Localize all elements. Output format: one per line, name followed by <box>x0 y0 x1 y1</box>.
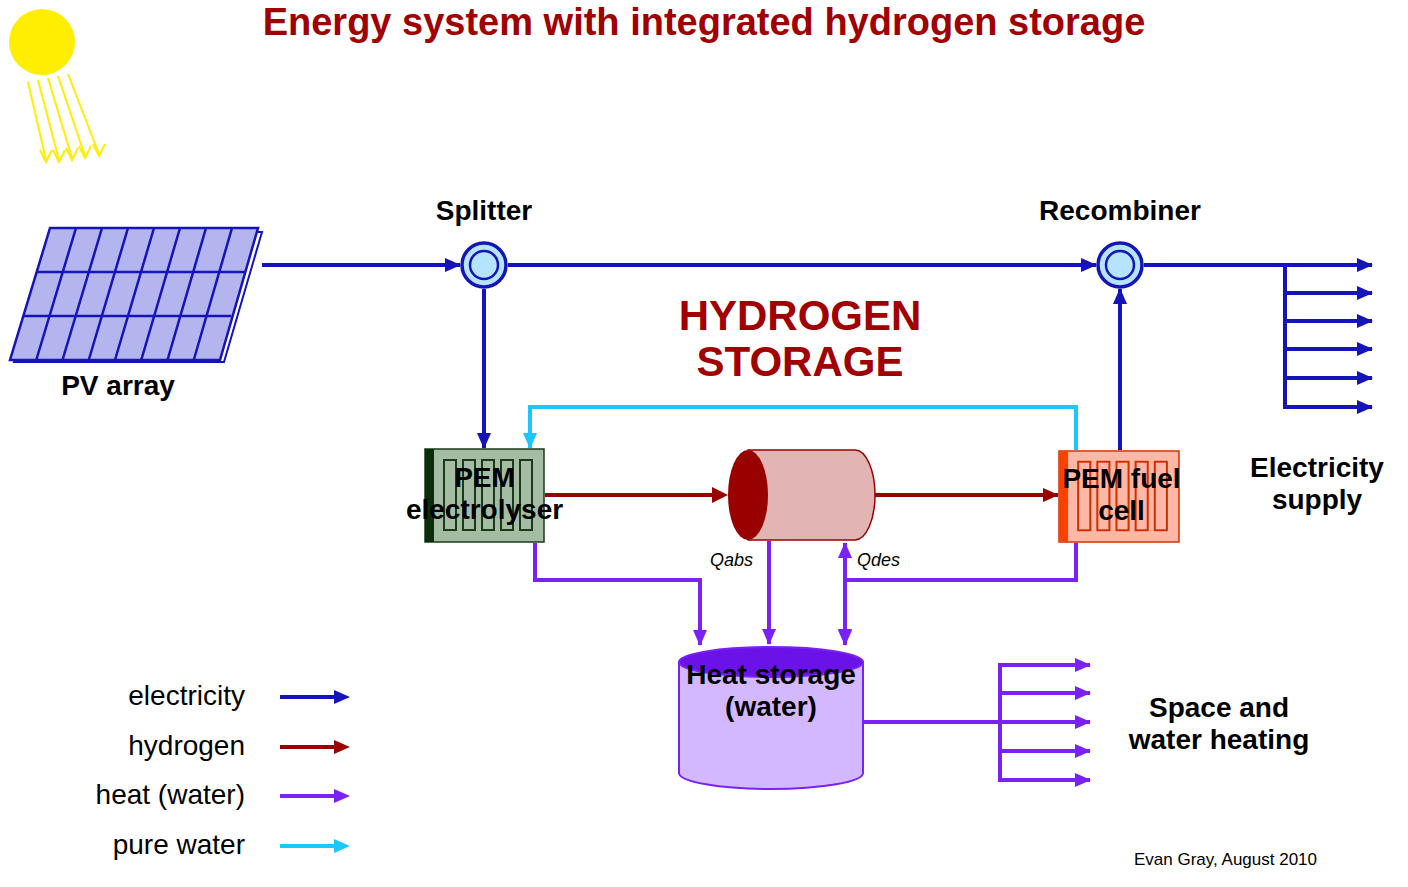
electricity-distribution <box>1144 263 1372 409</box>
legend-swatch-head <box>334 740 350 754</box>
legend-swatch-line <box>280 794 338 798</box>
heat-flow-label: Qdes <box>857 549 913 571</box>
heat-distribution <box>864 663 1090 782</box>
node-label: PV array <box>0 370 268 402</box>
sun <box>9 9 75 75</box>
recombiner-node-shape <box>1096 241 1144 289</box>
legend-text: electricity <box>20 678 245 714</box>
flow-connector <box>530 407 1076 450</box>
output-label: Electricity supply <box>1226 452 1408 516</box>
legend-text: heat (water) <box>20 777 245 813</box>
legend-text: hydrogen <box>20 728 245 764</box>
legend-swatch-head <box>334 789 350 803</box>
legend-swatch-head <box>334 690 350 704</box>
heat-desorption-line <box>843 543 847 644</box>
legend-swatch <box>278 687 354 707</box>
legend-text: pure water <box>20 827 245 863</box>
credit-note: Evan Gray, August 2010 <box>1134 849 1394 871</box>
splitter-node: Splitter <box>460 241 508 289</box>
pv-array: PV array <box>8 225 262 362</box>
electrolyser-stack: PEM electrolyser <box>424 448 545 543</box>
node-label: Recombiner <box>1000 195 1240 227</box>
node-label: PEM electrolyser <box>393 462 576 526</box>
flow-connector <box>262 263 460 267</box>
flow-connector <box>508 263 1096 267</box>
legend-swatch-line <box>280 844 338 848</box>
storage-heading: HYDROGEN STORAGE <box>652 293 948 385</box>
output-label: Space and water heating <box>1114 692 1324 756</box>
node-label: Heat storage (water) <box>673 659 869 723</box>
legend-swatch-line <box>280 745 338 749</box>
heat-flow-label: Qabs <box>710 549 762 571</box>
splitter-node-shape <box>460 241 508 289</box>
flow-connector <box>535 543 700 645</box>
heat-storage-tank: Heat storage (water) <box>678 645 864 790</box>
flow-connector <box>1118 289 1122 450</box>
flow-connector <box>845 543 1076 645</box>
fuel-cell-stack: PEM fuel cell <box>1058 450 1180 543</box>
legend-swatch-line <box>280 695 338 699</box>
recombiner-node: Recombiner <box>1096 241 1144 289</box>
heat-absorption-line <box>767 541 771 644</box>
pv-array-shape <box>8 225 262 362</box>
flow-connector <box>482 289 486 448</box>
legend-swatch <box>278 786 354 806</box>
diagram-title: Energy system with integrated hydrogen s… <box>0 0 1408 44</box>
node-label: Splitter <box>384 195 584 227</box>
hydrogen-tank <box>712 450 875 540</box>
node-label: PEM fuel cell <box>1049 463 1194 527</box>
legend-swatch <box>278 737 354 757</box>
sun-rays <box>28 74 105 162</box>
legend-swatch <box>278 836 354 856</box>
legend-swatch-head <box>334 839 350 853</box>
